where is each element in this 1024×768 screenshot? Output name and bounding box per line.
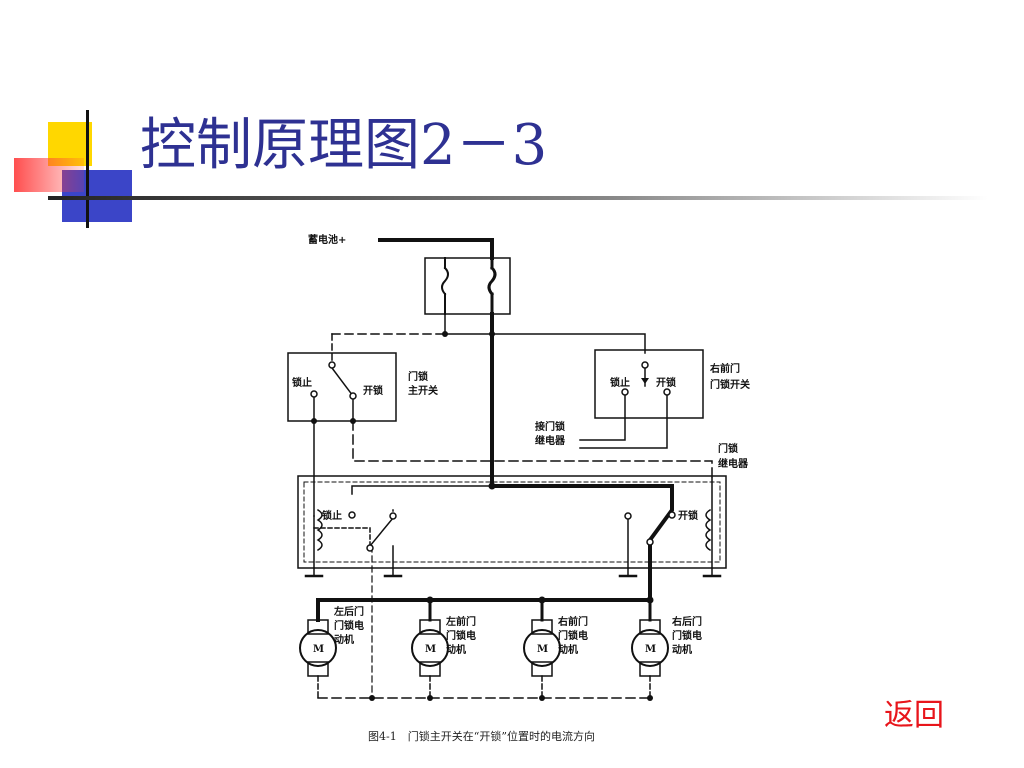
- motor-rr-label-1: 右后门: [671, 615, 702, 628]
- title-decoration: [14, 110, 988, 228]
- motor-rr-label-3: 动机: [672, 643, 692, 656]
- motor-rf-label-1: 右前门: [557, 615, 588, 628]
- motor-rr-label-2: 门锁电: [672, 629, 702, 642]
- back-link[interactable]: 返回: [884, 698, 944, 733]
- relay-name-1: 门锁: [718, 442, 738, 455]
- master-lock-label: 锁止: [292, 376, 312, 389]
- motor-rf: [523, 619, 561, 677]
- motor-rf-label-3: 动机: [558, 643, 578, 656]
- relay-coil-left-icon: [316, 508, 323, 552]
- relay-lock-label: 锁止: [322, 509, 342, 522]
- battery-label: 蓄电池+: [308, 233, 346, 246]
- relay-connect-1: 接门锁: [535, 420, 565, 433]
- relay-box: [297, 475, 727, 569]
- motor-symbol: M: [425, 644, 436, 655]
- motor-symbol: M: [537, 644, 548, 655]
- rf-lock-label: 锁止: [610, 376, 630, 389]
- arrow-down-icon: [641, 378, 649, 384]
- figure-caption: 图4-1 门锁主开关在“开锁”位置时的电流方向: [368, 729, 595, 743]
- motor-labels: M M M M 左后门 门锁电 动机 左前门 门锁电 动机 右前门 门锁电 动机…: [313, 605, 702, 656]
- vertical-rule: [86, 110, 89, 228]
- relay-unlock-label: 开锁: [678, 509, 698, 522]
- slide-title: 控制原理图2－3: [140, 113, 548, 178]
- master-switch-blade: [330, 366, 355, 398]
- fuse-right-icon: [487, 265, 497, 297]
- title-underline: [48, 196, 988, 200]
- circuit-diagram: 蓄电池+ 锁止 开锁 门锁 主开关 锁止 开锁 右前门 门锁开关 接门锁 继电器…: [287, 233, 750, 743]
- rf-unlock-label: 开锁: [656, 376, 676, 389]
- rf-switch-name-1: 右前门: [709, 362, 740, 375]
- fuse-box: [424, 257, 511, 315]
- red-bar: [14, 158, 84, 192]
- motor-lr-label-2: 门锁电: [334, 619, 364, 632]
- fuse-left-icon: [441, 266, 449, 296]
- relay-connect-2: 继电器: [535, 434, 566, 447]
- master-switch-name-1: 门锁: [408, 370, 428, 383]
- motor-lr-label-3: 动机: [334, 633, 354, 646]
- relay-coil-right-icon: [705, 508, 712, 552]
- motor-lf-label-1: 左前门: [445, 615, 476, 628]
- rf-switch-name-2: 门锁开关: [710, 378, 750, 391]
- motor-lr-label-1: 左后门: [333, 605, 364, 618]
- rf-switch-box: [594, 349, 704, 419]
- motor-symbol: M: [313, 644, 324, 655]
- master-unlock-label: 开锁: [363, 384, 383, 397]
- motor-rf-label-2: 门锁电: [558, 629, 588, 642]
- master-switch-box: [287, 352, 397, 422]
- motor-lf-label-2: 门锁电: [446, 629, 476, 642]
- motor-rr: [631, 619, 669, 677]
- relay-name-2: 继电器: [718, 457, 749, 470]
- motor-lf-label-3: 动机: [446, 643, 466, 656]
- motor-symbol: M: [645, 644, 656, 655]
- master-switch-name-2: 主开关: [408, 384, 438, 397]
- relay-left-contact: [368, 516, 395, 548]
